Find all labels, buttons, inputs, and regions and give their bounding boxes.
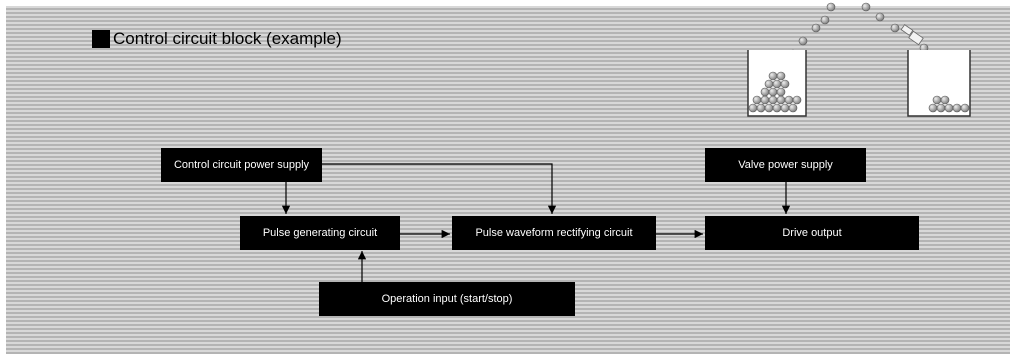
block-pulse-generating-circuit: Pulse generating circuit (240, 216, 400, 250)
block-label: Pulse generating circuit (262, 227, 378, 239)
block-label: Operation input (start/stop) (381, 293, 513, 305)
title-bullet-icon (92, 30, 110, 48)
block-pulse-waveform-rectifying-circuit: Pulse waveform rectifying circuit (452, 216, 656, 250)
block-label: Valve power supply (738, 159, 833, 171)
diagram-title: Control circuit block (example) (92, 30, 342, 48)
block-label: Pulse waveform rectifying circuit (475, 227, 633, 239)
block-valve-power-supply: Valve power supply (705, 148, 866, 182)
block-operation-input: Operation input (start/stop) (319, 282, 575, 316)
container-with-balls-icon (747, 50, 807, 117)
connectors (281, 163, 791, 282)
block-drive-output: Drive output (705, 216, 919, 250)
container-with-balls-icon (907, 50, 971, 117)
connector-power-to-rectifying (322, 163, 557, 214)
title-text: Control circuit block (example) (113, 29, 342, 48)
falling-balls-icon (788, 2, 929, 59)
block-label: Control circuit power supply (173, 159, 310, 171)
block-label: Drive output (782, 227, 842, 239)
block-control-circuit-power-supply: Control circuit power supply (161, 148, 322, 182)
